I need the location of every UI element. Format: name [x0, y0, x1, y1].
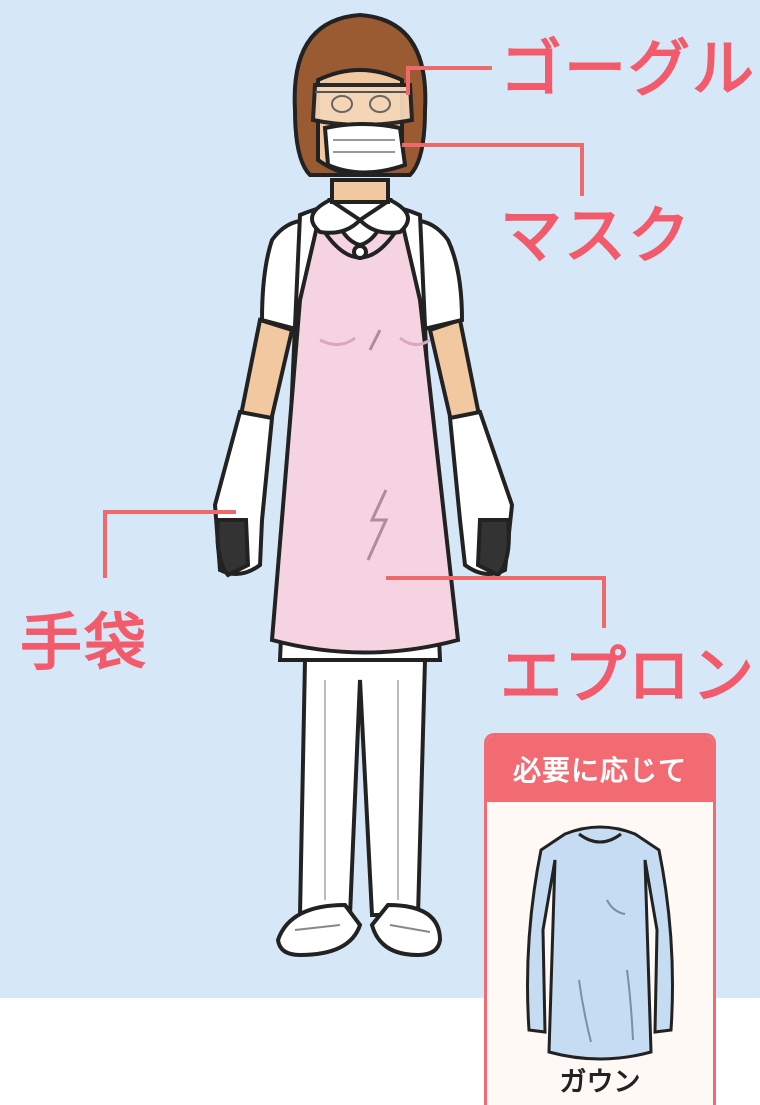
label-apron: エプロン [500, 639, 757, 712]
label-goggles: ゴーグル [500, 32, 757, 105]
label-gloves: 手袋 [20, 606, 149, 679]
card-header: 必要に応じて [487, 736, 713, 802]
leader-lines [103, 66, 606, 628]
leader-mask [402, 143, 584, 196]
label-mask: マスク [500, 199, 693, 272]
leader-gloves [103, 510, 236, 578]
goggles-drawing [310, 83, 415, 127]
leader-apron [386, 576, 606, 628]
gown-caption: ガウン [559, 1067, 641, 1098]
gown-icon [526, 825, 674, 1061]
gloves-drawing [212, 409, 515, 578]
apron-drawing [269, 220, 461, 655]
shoes [275, 902, 443, 958]
leader-goggles [406, 66, 492, 95]
trousers [297, 658, 428, 917]
optional-gown-card: 必要に応じて ガウン [484, 733, 716, 1105]
collar [310, 197, 410, 260]
mask-drawing [322, 122, 408, 175]
